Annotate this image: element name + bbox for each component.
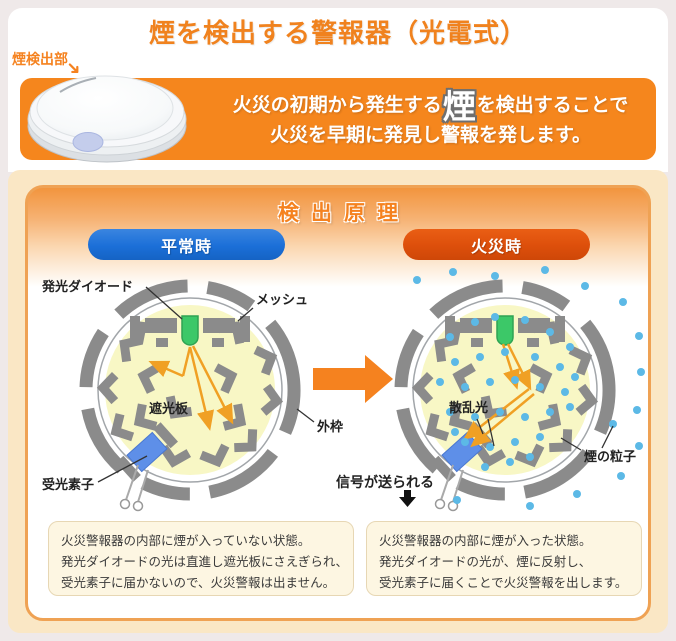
description-fire-line1: 火災警報器の内部に煙が入った状態。 [379,534,592,548]
banner-line-2: 火災を早期に発見し警報を発します。 [269,124,592,146]
principle-diagrams: 発光ダイオード メッシュ 遮光板 外枠 受光素子 散乱光 煙の粒子 信号が送られ… [41,266,645,522]
led-label: 発光ダイオード [41,279,133,294]
scattered-light-label: 散乱光 [449,400,488,415]
detector-indicator-window [72,132,104,152]
description-normal-line1: 火災警報器の内部に煙が入っていない状態。 [61,534,311,548]
detector-dome [36,75,174,141]
banner-line-1: 火災の初期から発生する煙を検出することで [233,90,628,123]
description-normal: 火災警報器の内部に煙が入っていない状態。 発光ダイオードの光は直進し遮光板にさえ… [48,521,354,596]
banner-line1-before: 火災の初期から発生する [232,95,442,117]
shield-label: 遮光板 [149,401,189,416]
banner-line1-after: を検出することで [476,95,629,117]
principle-section-title: 検出原理 [278,202,410,225]
tab-fire-state: 火災時 [403,229,590,260]
banner-smoke-emphasis: 煙 [442,87,476,125]
chamber-normal [73,273,308,511]
description-fire: 火災警報器の内部に煙が入った状態。 発光ダイオードの光が、煙に反射し、 受光素子… [366,521,642,596]
smoke-detector-image [27,75,187,163]
leader-lines [97,286,614,483]
outer-frame-label: 外枠 [316,419,343,434]
down-arrow-icon [399,490,416,507]
detector-part-label: 煙検出部 [12,51,68,67]
description-fire-line2: 発光ダイオードの光が、煙に反射し、 [379,555,592,569]
detector-smoke-slit [59,77,97,93]
intro-banner-text: 火災の初期から発生する煙を検出することで 火災を早期に発見し警報を発します。 [205,78,656,160]
flow-arrow-icon [313,355,393,403]
description-normal-line3: 受光素子に届かないので、火災警報は出ません。 [61,576,336,590]
smoke-particles [413,266,645,510]
description-normal-line2: 発光ダイオードの光は直進し遮光板にさえぎられ、 [61,555,349,569]
description-fire-line3: 受光素子に届くことで火災警報を出します。 [379,576,628,590]
page-title: 煙を検出する警報器（光電式） [148,18,527,48]
mesh-label: メッシュ [256,292,308,307]
light-rays-normal [148,345,234,431]
tab-normal-state: 平常時 [88,229,285,260]
receiver-label: 受光素子 [42,477,94,492]
smoke-particle-label: 煙の粒子 [584,449,636,464]
signal-label: 信号が送られる [336,474,434,490]
